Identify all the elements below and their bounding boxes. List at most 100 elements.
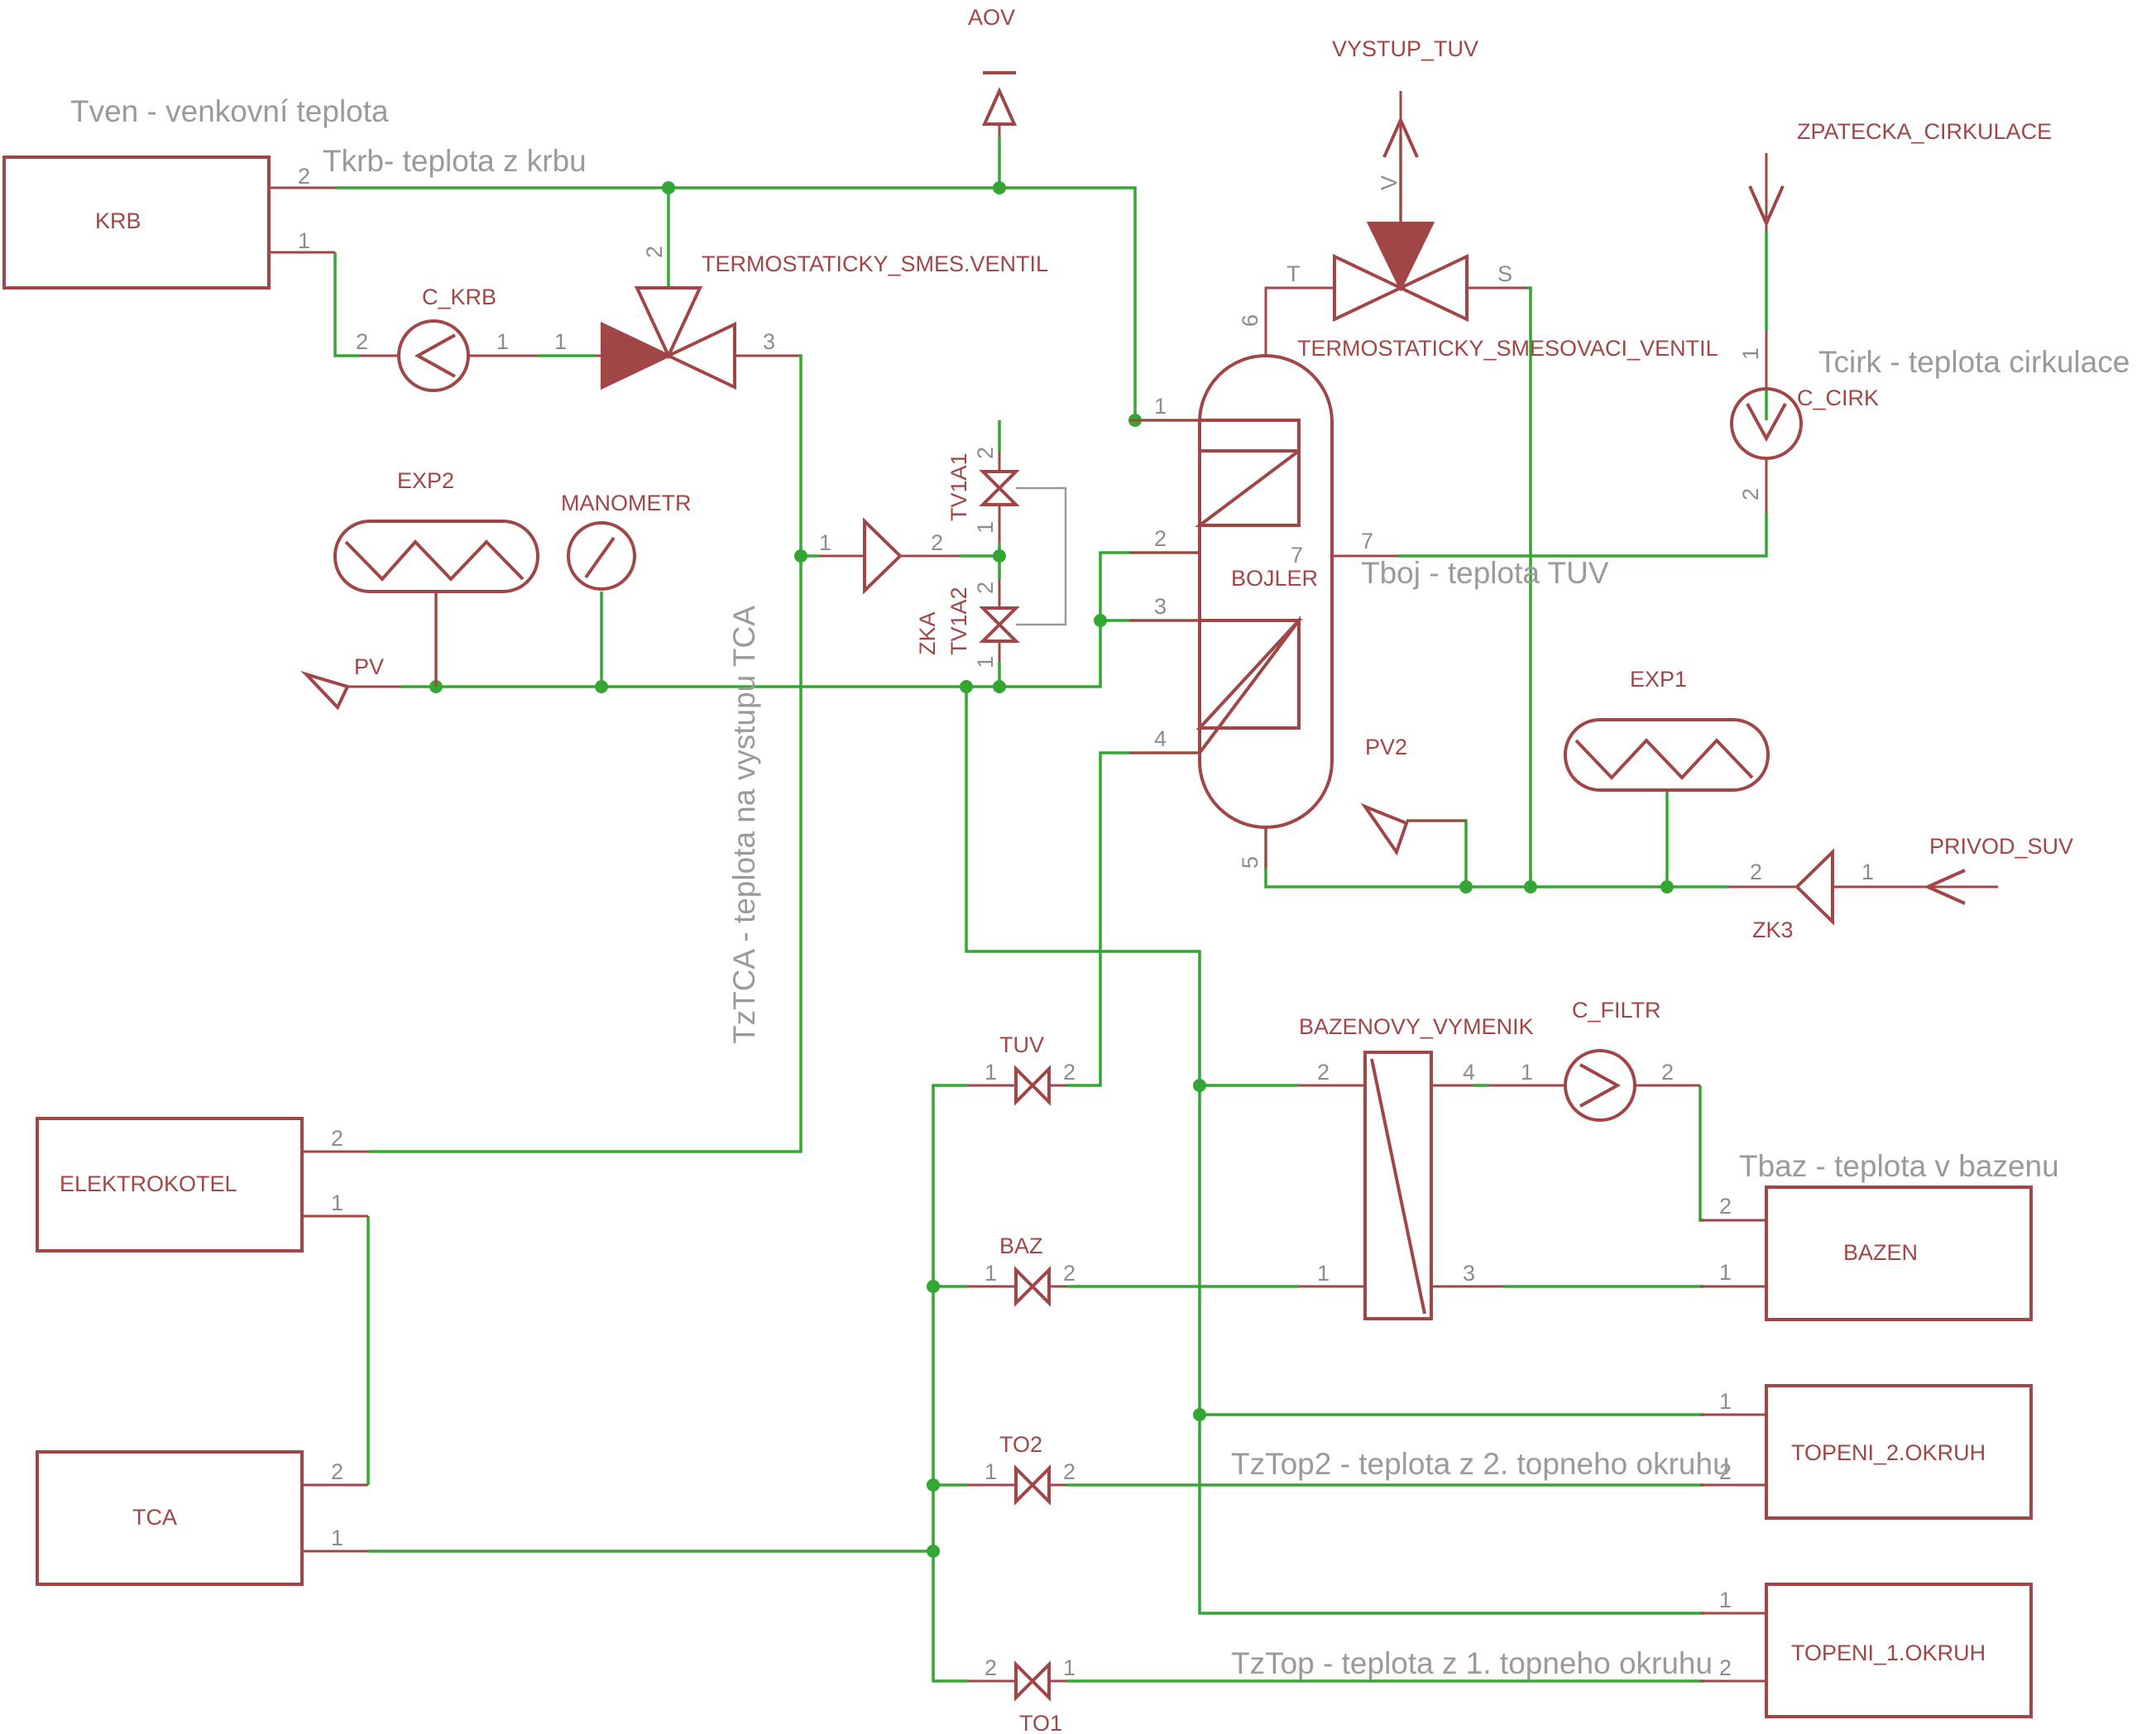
manometr-gauge: MANOMETR	[561, 491, 692, 591]
note-tven: Tven - venkovní teplota	[70, 94, 389, 128]
topeni1-pin-1: 1	[1719, 1588, 1732, 1612]
tuv-valve: TUV 1 2	[968, 1032, 1076, 1106]
aov-label: AOV	[968, 5, 1015, 30]
tv1a2-pin-2: 2	[973, 582, 998, 594]
vystup-tuv-label: VYSTUP_TUV	[1332, 36, 1478, 61]
elektrokotel-label: ELEKTROKOTEL	[60, 1171, 237, 1196]
bojler-pin-5: 5	[1238, 856, 1262, 869]
baz-valve: BAZ 1 2	[968, 1233, 1076, 1307]
zka-label: ZKA	[915, 611, 940, 655]
note-tboj: Tboj - teplota TUV	[1361, 556, 1609, 590]
to1-pin-1: 1	[1063, 1655, 1076, 1680]
bojler-pin-7: 7	[1361, 529, 1373, 553]
tv1a2-label: TV1A2	[946, 587, 971, 655]
exp1-label: EXP1	[1630, 667, 1687, 692]
pv-valve: PV	[300, 654, 401, 711]
manometr-label: MANOMETR	[561, 491, 692, 515]
wire-junctions	[429, 181, 1674, 1558]
elektrokotel-pin-2: 2	[331, 1126, 343, 1151]
c-cirk-label: C_CIRK	[1797, 386, 1879, 410]
tuv-pin-1: 1	[985, 1060, 997, 1085]
topeni1-pin-2: 2	[1719, 1655, 1732, 1680]
note-tkrb: Tkrb- teplota z krbu	[323, 144, 587, 178]
bazenovy-vymenik-label: BAZENOVY_VYMENIK	[1299, 1014, 1534, 1039]
bazen-pin-2: 2	[1719, 1194, 1732, 1219]
zpatecka-cirkulace-arrow: ZPATECKA_CIRKULACE	[1748, 119, 2052, 232]
note-tztop: TzTop - teplota z 1. topneho okruhu	[1231, 1646, 1713, 1680]
pv2-label: PV2	[1365, 735, 1407, 759]
bojler-pin-7-inner: 7	[1291, 543, 1303, 568]
check-valve-pin-1: 1	[819, 530, 831, 555]
zk3-pin-1: 1	[1861, 860, 1874, 884]
krb-pin-2: 2	[298, 164, 310, 189]
pv2-valve: PV2	[1360, 735, 1466, 856]
tca-pin-2: 2	[331, 1459, 343, 1484]
privod-suv-label: PRIVOD_SUV	[1929, 834, 2073, 859]
exp2-vessel: EXP2	[333, 468, 539, 687]
vymenik-pin-1: 1	[1317, 1261, 1330, 1286]
note-tztop2: TzTop2 - teplota z 2. topneho okruhu	[1231, 1447, 1730, 1481]
bojler-pin-3: 3	[1154, 594, 1167, 619]
bojler-label: BOJLER	[1231, 566, 1318, 591]
tca-label: TCA	[132, 1505, 177, 1530]
termo-smesovaci-label: TERMOSTATICKY_SMESOVACI_VENTIL	[1297, 336, 1718, 361]
c-filtr-pin-1: 1	[1521, 1060, 1533, 1085]
annotations: Tven - venkovní teplota Tkrb- teplota z …	[70, 94, 2130, 1680]
to2-pin-2: 2	[1063, 1459, 1076, 1484]
elektrokotel-block: ELEKTROKOTEL 2 1	[36, 1117, 368, 1253]
baz-pin-2: 2	[1063, 1261, 1076, 1286]
tv1a2-pin-1: 1	[973, 656, 998, 668]
c-filtr-pump: C_FILTR 1 2	[1489, 998, 1700, 1122]
krb-block: KRB 2 1	[2, 156, 335, 290]
topeni-1-okruh-block: TOPENI_1.OKRUH 1 2	[1700, 1583, 2033, 1718]
exp1-vessel: EXP1	[1564, 667, 1770, 792]
tuv-pin-2: 2	[1063, 1060, 1076, 1085]
to1-pin-2: 2	[985, 1655, 997, 1680]
krb-label: KRB	[95, 208, 141, 233]
note-tbaz: Tbaz - teplota v bazenu	[1739, 1149, 2059, 1183]
to2-valve: TO2 1 2	[968, 1432, 1076, 1506]
c-krb-pin-2: 2	[356, 329, 368, 354]
vymenik-pin-4: 4	[1463, 1060, 1475, 1085]
zk3-pin-2: 2	[1750, 860, 1762, 884]
topeni1-label: TOPENI_1.OKRUH	[1791, 1641, 1986, 1665]
bazenovy-vymenik: BAZENOVY_VYMENIK 2 1 4 3	[1299, 1014, 1534, 1320]
bojler-pin-1: 1	[1154, 394, 1167, 419]
bazen-block: BAZEN 2 1	[1700, 1186, 2033, 1321]
bojler-tank: BOJLER 7 1 2 3 4 6 5 7	[1129, 314, 1398, 869]
exp2-label: EXP2	[397, 468, 454, 493]
c-krb-pin-1: 1	[496, 329, 509, 354]
to2-pin-1: 1	[985, 1459, 997, 1484]
pv-label: PV	[354, 654, 384, 679]
baz-pin-1: 1	[985, 1261, 997, 1286]
c-krb-pump: C_KRB 2 1	[356, 285, 538, 392]
baz-valve-label: BAZ	[999, 1233, 1043, 1258]
termostaticky-smesovaci-ventil: T S TERMOSTATICKY_SMESOVACI_VENTIL	[1264, 222, 1718, 361]
tv1a1-valve: TV1A1 2 1	[946, 447, 1020, 542]
bojler-pin-2: 2	[1154, 526, 1167, 551]
vymenik-pin-2: 2	[1317, 1060, 1330, 1085]
check-valve-tz: 1 2	[819, 517, 960, 595]
tv1a2-valve: TV1A2 ZKA 2 1	[915, 579, 1020, 668]
elektrokotel-pin-1: 1	[331, 1190, 343, 1215]
zpatecka-label: ZPATECKA_CIRKULACE	[1797, 119, 2052, 144]
bojler-pin-4: 4	[1154, 726, 1167, 751]
note-tztca: TzTCA - teplota na vystupu TCA	[727, 606, 761, 1044]
tv1a1-pin-1: 1	[973, 521, 998, 534]
bazen-label: BAZEN	[1843, 1240, 1918, 1265]
c-krb-label: C_KRB	[422, 285, 496, 309]
c-cirk-pin-2: 2	[1738, 488, 1763, 501]
c-filtr-pin-2: 2	[1661, 1060, 1674, 1085]
zk3-label: ZK3	[1752, 917, 1794, 942]
c-cirk-pin-1: 1	[1738, 347, 1763, 360]
vystup-tuv-arrow: VYSTUP_TUV V	[1332, 36, 1478, 223]
valve-linkage	[1016, 486, 1067, 626]
tv1a1-label: TV1A1	[946, 453, 971, 521]
termo-smes-label: TERMOSTATICKY_SMES.VENTIL	[702, 251, 1048, 276]
termo-smes-pin-3: 3	[763, 329, 775, 354]
aov-valve: AOV	[968, 5, 1018, 137]
termostaticky-smes-ventil: TERMOSTATICKY_SMES.VENTIL 1 3 2	[554, 246, 1048, 390]
tv1a1-pin-2: 2	[973, 447, 998, 459]
topeni2-pin-2: 2	[1719, 1459, 1732, 1484]
